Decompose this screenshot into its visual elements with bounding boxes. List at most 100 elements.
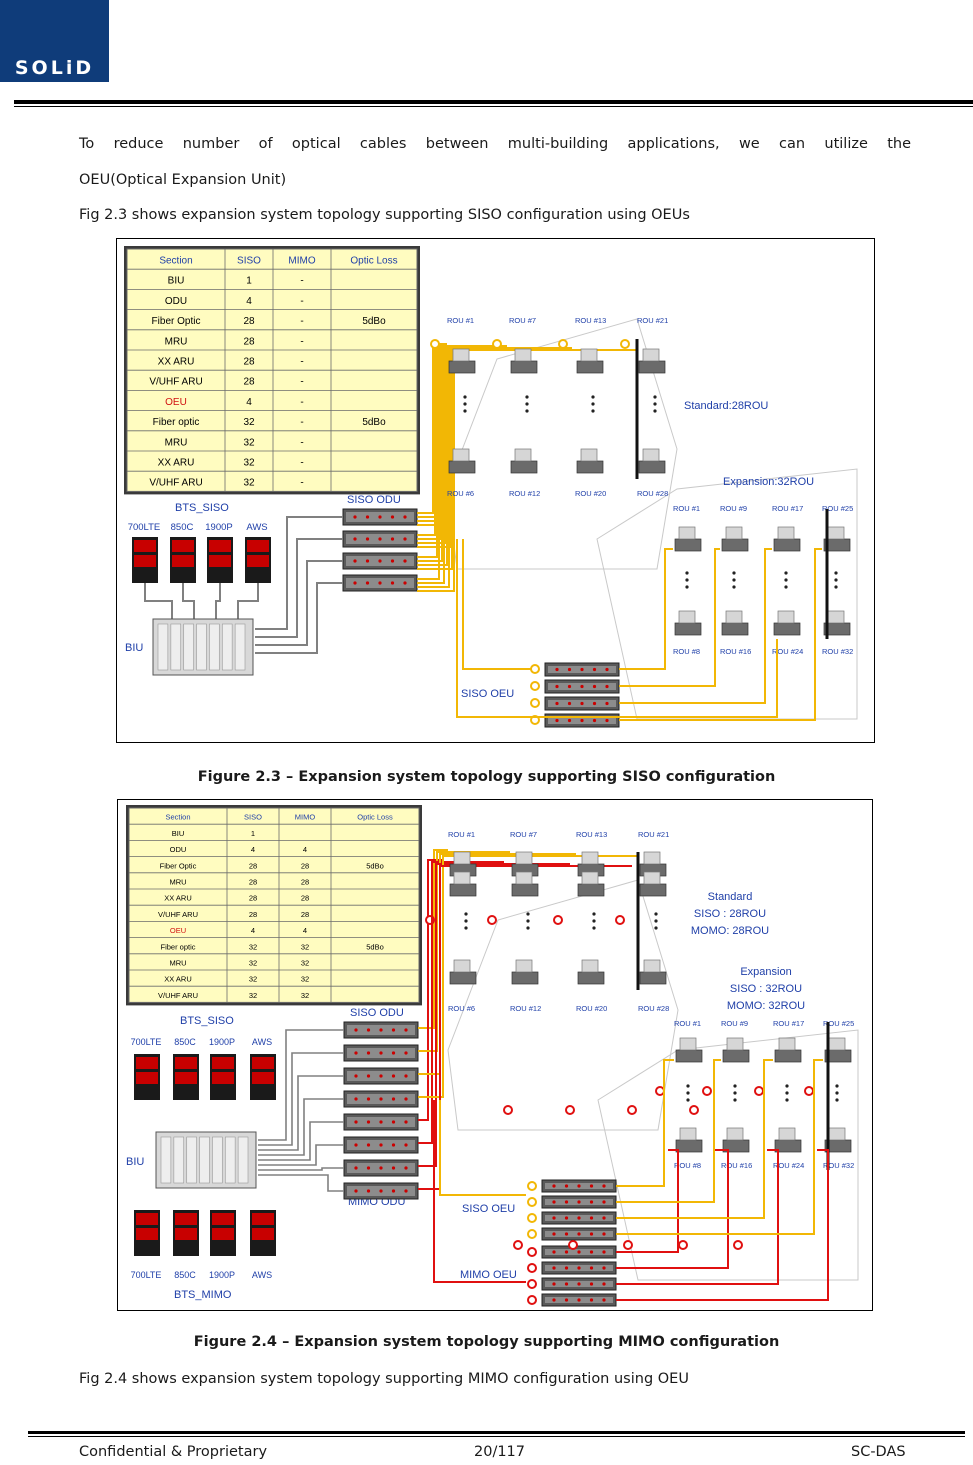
mimo-table-cell: 28 bbox=[249, 877, 257, 886]
siso-table-cell: 32 bbox=[243, 458, 255, 469]
rou-ellipsis bbox=[654, 919, 658, 923]
siso-table-cell: Fiber optic bbox=[153, 417, 200, 428]
siso-table-cell: 32 bbox=[243, 478, 255, 489]
rou-unit-top bbox=[643, 959, 661, 973]
bts-unit-panel bbox=[209, 555, 231, 567]
oeu-fiber bbox=[619, 548, 673, 670]
bts-band-label: 700LTE bbox=[128, 522, 161, 533]
fiber-ring bbox=[754, 1086, 764, 1096]
mimo-table-cell: 32 bbox=[249, 958, 257, 967]
paragraph-2: Fig 2.3 shows expansion system topology … bbox=[79, 207, 690, 223]
odu-unit-port bbox=[391, 1051, 396, 1055]
siso-oeu-unit-port bbox=[602, 1200, 606, 1204]
rou-unit-top bbox=[828, 1037, 846, 1051]
rou-ellipsis bbox=[834, 578, 838, 582]
siso-table-cell: 28 bbox=[243, 336, 255, 347]
expansion-label: MOMO: 32ROU bbox=[727, 1000, 805, 1012]
rou-top-label: ROU #13 bbox=[576, 830, 607, 839]
rou-unit bbox=[576, 460, 604, 474]
mimo-oeu-unit-port bbox=[564, 1282, 569, 1286]
rou-ellipsis bbox=[685, 578, 689, 582]
rou-mid-label: ROU #12 bbox=[509, 489, 540, 498]
rou-mid-label: ROU #6 bbox=[448, 1004, 475, 1013]
rou-mid-label: ROU #20 bbox=[575, 489, 606, 498]
rou-ellipsis bbox=[732, 578, 736, 582]
bts-band-label: AWS bbox=[252, 1037, 272, 1047]
siso-table-cell: - bbox=[300, 377, 303, 388]
siso-table-cell: BIU bbox=[168, 276, 185, 287]
siso-fiber bbox=[418, 849, 448, 1029]
rou-ellipsis bbox=[592, 926, 596, 930]
siso-table-cell: MRU bbox=[165, 437, 188, 448]
rou-unit bbox=[577, 883, 605, 897]
odu-unit-port bbox=[354, 1051, 358, 1055]
siso-oeu-unit-port bbox=[589, 1216, 594, 1220]
rou-unit-top bbox=[643, 871, 661, 885]
odu-unit-port bbox=[354, 1143, 358, 1147]
siso-odu-unit-port bbox=[378, 537, 382, 541]
rou-unit-top bbox=[581, 959, 599, 973]
siso-table-cell: 4 bbox=[246, 296, 252, 307]
rou-top-label: ROU #1 bbox=[448, 830, 475, 839]
bts-unit-panel bbox=[175, 1228, 197, 1240]
mimo-table-cell: XX ARU bbox=[164, 975, 192, 984]
siso-oeu-unit-port bbox=[567, 667, 572, 672]
mimo-table-cell: MRU bbox=[169, 958, 186, 967]
bts-unit-panel bbox=[134, 555, 156, 567]
fiber-ring bbox=[804, 1086, 814, 1096]
rou-unit bbox=[449, 883, 477, 897]
bts-band-label: AWS bbox=[246, 522, 267, 533]
rou-unit bbox=[638, 360, 666, 374]
rou-ellipsis bbox=[591, 402, 595, 406]
rou-unit bbox=[773, 622, 801, 636]
expansion-label: SISO : 32ROU bbox=[730, 983, 802, 995]
siso-oeu-unit-port bbox=[577, 1232, 581, 1236]
siso-odu-unit-port bbox=[403, 581, 407, 585]
siso-table-cell: - bbox=[300, 336, 303, 347]
rou-unit bbox=[511, 971, 539, 985]
rou-ellipsis bbox=[733, 1084, 737, 1088]
mimo-table-cell: Fiber Optic bbox=[160, 861, 197, 870]
rou-unit-top bbox=[777, 526, 795, 540]
siso-table-cell: XX ARU bbox=[158, 458, 195, 469]
biu-unit-slot bbox=[199, 1136, 210, 1184]
bts-unit-panel bbox=[247, 555, 269, 567]
rou-top-label: ROU #7 bbox=[510, 830, 537, 839]
mimo-table-header-cell: SISO bbox=[244, 813, 262, 822]
rou-unit bbox=[448, 360, 476, 374]
fiber-ring bbox=[702, 1086, 712, 1096]
rou-unit-top bbox=[725, 610, 743, 624]
biu-unit-slot bbox=[170, 623, 182, 671]
mimo-table-cell: 4 bbox=[251, 845, 255, 854]
odu-unit-port bbox=[366, 1051, 371, 1055]
mimo-table-cell: 32 bbox=[301, 975, 309, 984]
biu-odu-cable bbox=[258, 1075, 344, 1151]
bts-unit-panel bbox=[175, 1213, 197, 1225]
rou-unit-top bbox=[453, 959, 471, 973]
rou-ellipsis bbox=[733, 1091, 737, 1095]
bts-unit-panel bbox=[209, 540, 231, 552]
mimo-table-cell: 5dBo bbox=[366, 861, 384, 870]
siso-oeu-unit-port bbox=[567, 718, 572, 723]
siso-table-header-cell: MIMO bbox=[288, 256, 315, 267]
siso-table-cell: 28 bbox=[243, 316, 255, 327]
odu-unit-port bbox=[404, 1166, 408, 1170]
rou-exp-bottom-label: ROU #32 bbox=[822, 647, 853, 656]
fiber-ring bbox=[620, 339, 630, 349]
rou-exp-bottom-label: ROU #32 bbox=[823, 1161, 854, 1170]
bts-siso-label: BTS_SISO bbox=[180, 1015, 234, 1027]
biu-unit-slot bbox=[209, 623, 220, 671]
siso-odu-unit-port bbox=[365, 537, 370, 541]
rou-unit-top bbox=[515, 959, 533, 973]
odu-unit-port bbox=[354, 1166, 358, 1170]
building-outline bbox=[446, 318, 678, 570]
rou-exp-top-label: ROU #1 bbox=[674, 1019, 701, 1028]
rou-unit-top bbox=[515, 851, 533, 865]
rou-unit-top bbox=[581, 851, 599, 865]
siso-oeu-unit-port bbox=[589, 1232, 594, 1236]
rou-ellipsis bbox=[654, 926, 658, 930]
siso-table-cell: XX ARU bbox=[158, 357, 195, 368]
fiber-ring bbox=[678, 1240, 688, 1250]
siso-oeu-unit-port bbox=[577, 1184, 581, 1188]
